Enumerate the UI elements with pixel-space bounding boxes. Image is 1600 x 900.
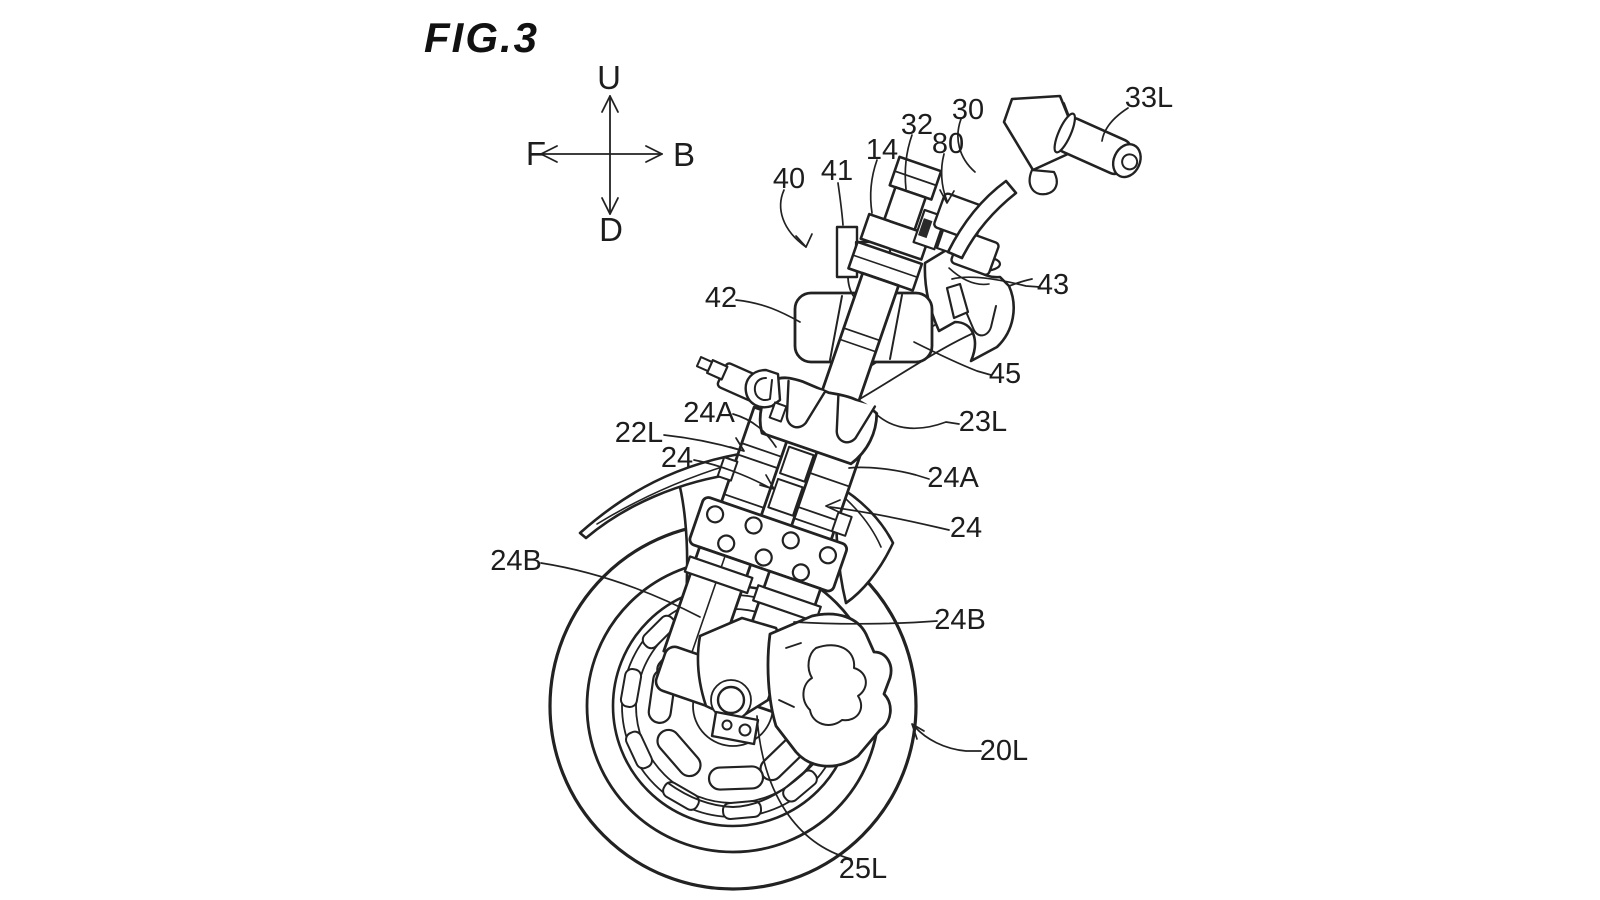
lower-bracket [688,496,849,593]
ref-label-24-right: 24 [950,512,982,544]
lever-knuckle [1028,168,1058,196]
grip-flange [1053,112,1077,154]
ref-label-24-left: 24 [661,442,693,474]
ref-label-22L: 22L [615,417,663,449]
compass-arrow-up-icon [601,95,619,113]
ref-label-41: 41 [821,155,853,187]
ref-label-24A-upper: 24A [683,397,735,429]
leader-32 [904,134,913,190]
ref-label-33L: 33L [1125,82,1173,114]
compass-axes [540,95,663,215]
leader-24-left [693,459,771,489]
arrowhead-24-left [759,474,775,490]
leader-43 [951,276,1041,288]
rim-vent-openings [619,614,818,821]
leader-arrowheads [729,189,955,740]
leader-41 [837,182,844,226]
ref-label-24B-left: 24B [490,545,542,577]
clamp-tab [768,401,788,423]
figure-title: FIG.3 [424,14,539,61]
leader-42 [735,299,801,323]
leader-20L [914,726,982,752]
bridge-hose-fitting [695,356,788,423]
orientation-compass: U F B D [526,59,695,248]
leader-45 [913,341,992,376]
ref-label-20L: 20L [980,735,1028,767]
leader-14 [869,159,878,214]
steering-stem [807,155,962,424]
fork-tube-right-segments [781,471,853,567]
handlebar-tube [946,179,1018,260]
ref-label-30: 30 [952,94,984,126]
ref-label-24A-right: 24A [927,462,979,494]
compass-arrow-front-icon [540,145,558,163]
compass-down-label: D [599,211,623,248]
ref-label-40: 40 [773,163,805,195]
brake-disc-edge [667,756,821,808]
fork-assembly [654,155,962,715]
ref-label-25L: 25L [839,853,887,885]
leader-23L [875,413,960,430]
compass-back-label: B [673,136,695,173]
handlebar-assembly [933,94,1142,276]
sensor-80 [918,218,933,239]
ref-label-14: 14 [866,134,898,166]
ref-label-23L: 23L [959,406,1007,438]
compass-arrow-back-icon [645,145,663,163]
top-bridge [758,376,879,466]
arrowhead-80 [939,189,955,204]
arrowhead-20L [911,723,925,740]
leader-24B-right [793,620,938,625]
leader-24A-right [848,466,930,480]
leader-lines [540,107,1129,860]
compass-arrow-down-icon [601,197,619,215]
front-wheel [548,521,918,891]
ref-label-43: 43 [1037,269,1069,301]
grip [1053,112,1142,179]
caliper-pad-spring [802,644,867,726]
ref-label-42: 42 [705,282,737,314]
axle [716,685,746,715]
leader-24-right [829,506,950,531]
ref-label-45: 45 [989,358,1021,390]
leader-24A-upper [732,413,777,448]
leader-30 [957,118,976,173]
reference-labels: FIG.3 33L 30 32 80 14 41 40 43 42 45 24A… [424,14,1173,885]
compass-front-label: F [526,135,546,172]
leader-24B-left [540,562,701,618]
fender-right-panel [834,484,895,605]
compass-up-label: U [597,59,621,96]
ref-label-32: 32 [901,109,933,141]
leader-40 [779,189,807,248]
fork-spacers [767,445,815,517]
fender-right-contour [845,498,882,548]
arrowhead-24-right [825,499,842,514]
leader-80 [940,153,948,202]
brake-caliper-assembly [696,612,893,768]
ref-label-80: 80 [932,128,964,160]
leader-33L [1101,107,1129,142]
arrowhead-22L [729,437,745,452]
ref-label-24B-right: 24B [934,604,986,636]
leader-25L [756,715,852,860]
head-tube-leg [945,282,970,320]
arrowhead-40 [795,233,813,248]
